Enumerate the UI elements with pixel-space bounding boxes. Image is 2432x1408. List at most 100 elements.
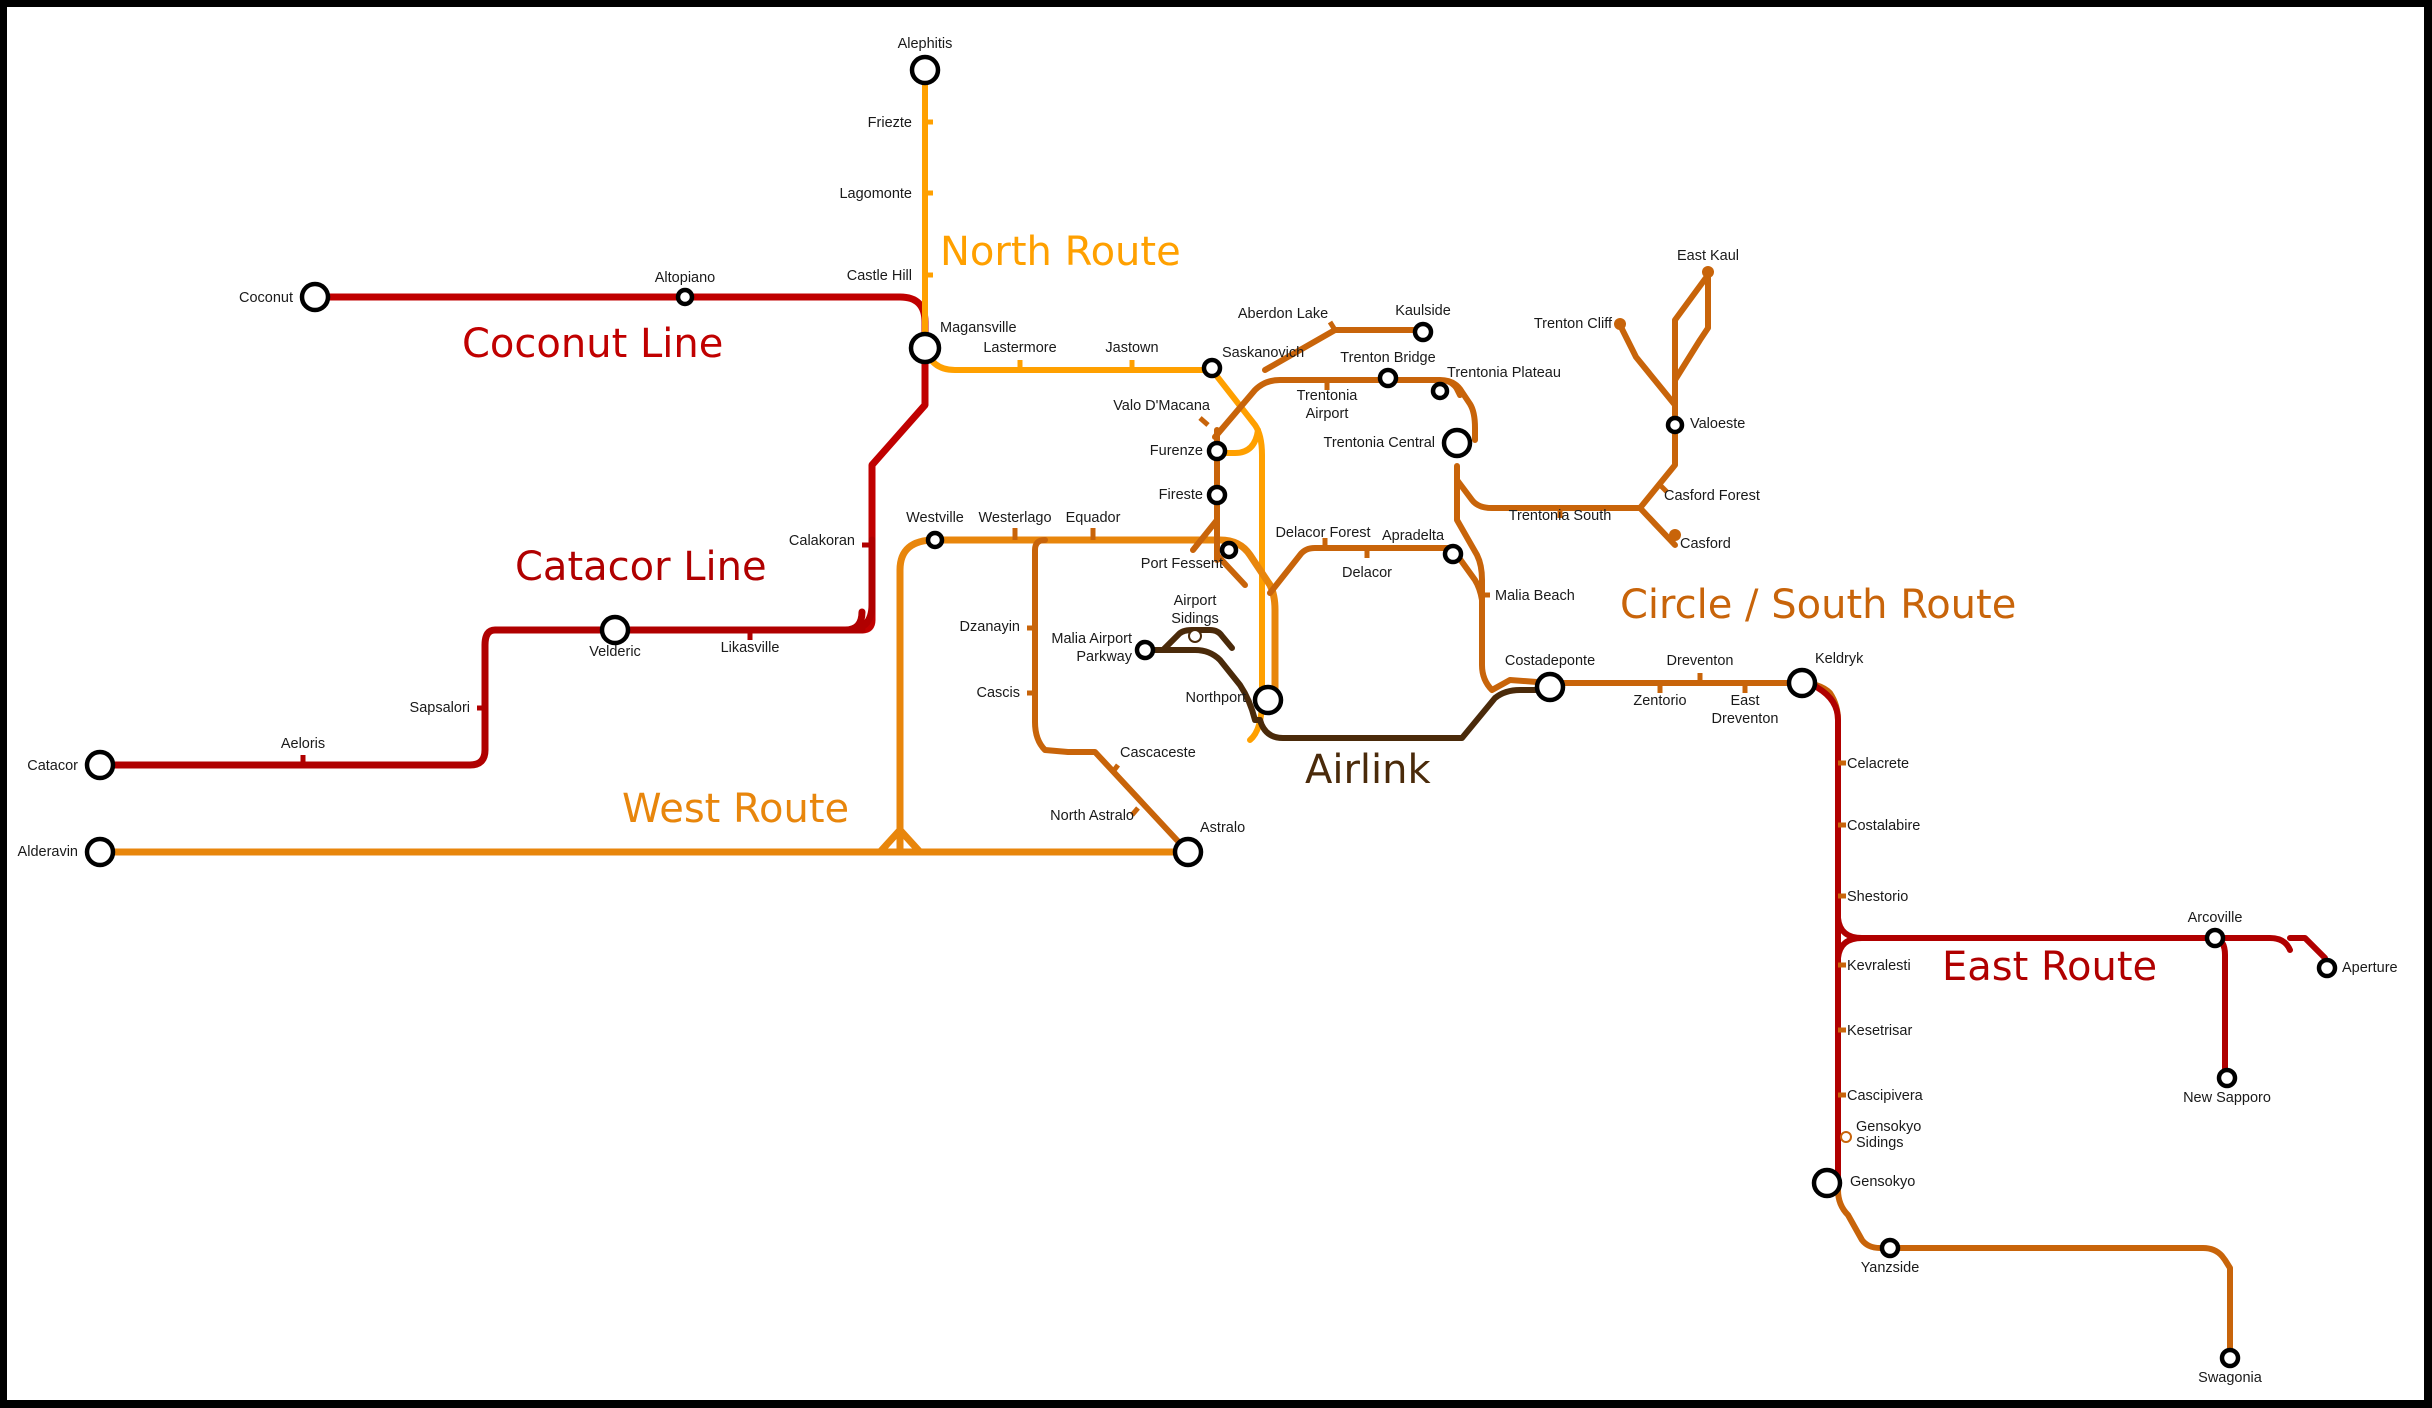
label-coconut: Coconut <box>239 290 293 306</box>
label-saskanovich: Saskanovich <box>1222 345 1304 361</box>
label-kaulside: Kaulside <box>1395 303 1451 319</box>
label-alephitis: Alephitis <box>898 36 953 52</box>
label-celacrete: Celacrete <box>1847 756 1909 772</box>
label-furenze: Furenze <box>1150 443 1203 459</box>
station-alephitis[interactable] <box>909 54 941 86</box>
label-aperture: Aperture <box>2342 960 2398 976</box>
label-trentonia-central: Trentonia Central <box>1324 435 1436 451</box>
route-title-airlink: Airlink <box>1305 747 1432 793</box>
station-kaulside[interactable] <box>1412 321 1434 343</box>
label-northport: Northport <box>1186 690 1246 706</box>
label-catacor: Catacor <box>27 758 78 774</box>
station-magansville[interactable] <box>908 331 942 365</box>
east-route-track <box>1800 674 2328 1181</box>
label-airport-sidings-1: Airport <box>1174 593 1217 609</box>
route-title-coconut: Coconut Line <box>462 321 723 367</box>
label-trenton-cliff: Trenton Cliff <box>1534 316 1613 332</box>
station-keldryk[interactable] <box>1786 667 1818 699</box>
station-apradelta[interactable] <box>1442 543 1464 565</box>
label-port-fessent: Port Fessent <box>1141 556 1223 572</box>
label-trentonia-plateau: Trentonia Plateau <box>1447 365 1561 381</box>
station-aperture[interactable] <box>2316 957 2338 979</box>
label-westerlago: Westerlago <box>978 510 1051 526</box>
label-lagomonte: Lagomonte <box>839 186 912 202</box>
airlink-track <box>1145 627 1553 741</box>
label-new-sapporo: New Sapporo <box>2183 1090 2271 1106</box>
label-magansville: Magansville <box>940 320 1017 336</box>
route-title-east: East Route <box>1942 944 2157 990</box>
label-casford-forest: Casford Forest <box>1664 488 1760 504</box>
station-valoeste[interactable] <box>1665 415 1685 435</box>
label-trentonia-airport-2: Airport <box>1306 406 1349 422</box>
station-trentonia-central[interactable] <box>1441 427 1473 459</box>
north-route-furenze-spur <box>1215 427 1261 456</box>
label-zentorio: Zentorio <box>1633 693 1686 709</box>
station-northport[interactable] <box>1252 684 1284 716</box>
label-gensokyo: Gensokyo <box>1850 1174 1915 1190</box>
station-yanzside[interactable] <box>1879 1237 1901 1259</box>
station-port-fessent[interactable] <box>1219 540 1239 560</box>
label-trentonia-south: Trentonia South <box>1509 508 1612 524</box>
station-trentonia-plateau[interactable] <box>1430 381 1450 401</box>
station-alderavin[interactable] <box>84 836 116 868</box>
label-dzanayin: Dzanayin <box>960 619 1020 635</box>
station-coconut[interactable] <box>299 281 331 313</box>
station-catacor[interactable] <box>84 749 116 781</box>
station-gensokyo[interactable] <box>1811 1167 1843 1199</box>
label-keldryk: Keldryk <box>1815 651 1864 667</box>
label-east-kaul: East Kaul <box>1677 248 1739 264</box>
label-costalabire: Costalabire <box>1847 818 1920 834</box>
label-castle-hill: Castle Hill <box>847 268 912 284</box>
station-arcoville[interactable] <box>2204 927 2226 949</box>
route-title-circle-south: Circle / South Route <box>1620 582 2016 628</box>
interchange-stations <box>84 54 2338 1369</box>
label-cascis: Cascis <box>976 685 1020 701</box>
station-fireste[interactable] <box>1206 484 1228 506</box>
route-title-north: North Route <box>940 229 1181 275</box>
label-jastown: Jastown <box>1105 340 1158 356</box>
station-velderic[interactable] <box>599 614 631 646</box>
label-westville: Westville <box>906 510 964 526</box>
label-swagonia: Swagonia <box>2198 1370 2263 1386</box>
label-kesetrisar: Kesetrisar <box>1847 1023 1912 1039</box>
station-new-sapporo[interactable] <box>2216 1067 2238 1089</box>
label-gensokyo-sidings-1: Gensokyo <box>1856 1119 1921 1135</box>
label-astralo: Astralo <box>1200 820 1245 836</box>
label-north-astralo: North Astralo <box>1050 808 1134 824</box>
label-dreventon: Dreventon <box>1667 653 1734 669</box>
label-aberdon-lake: Aberdon Lake <box>1238 306 1328 322</box>
label-fireste: Fireste <box>1159 487 1203 503</box>
station-saskanovich[interactable] <box>1201 357 1223 379</box>
label-likasville: Likasville <box>721 640 780 656</box>
station-malia-airport-parkway[interactable] <box>1134 639 1156 661</box>
station-altopiano[interactable] <box>675 287 695 307</box>
label-east-dreventon-1: East <box>1730 693 1759 709</box>
circle-route-track <box>1032 267 2233 1358</box>
station-trenton-bridge[interactable] <box>1377 367 1399 389</box>
label-malia-airport-parkway-1: Malia Airport <box>1051 631 1132 647</box>
station-labels: Alephitis Friezte Lagomonte Castle Hill … <box>18 36 2398 1386</box>
label-lastermore: Lastermore <box>983 340 1056 356</box>
label-cascaceste: Cascaceste <box>1120 745 1196 761</box>
label-delacor-forest: Delacor Forest <box>1275 525 1370 541</box>
label-trenton-bridge: Trenton Bridge <box>1340 350 1435 366</box>
station-costadeponte[interactable] <box>1534 671 1566 703</box>
label-delacor: Delacor <box>1342 565 1392 581</box>
label-shestorio: Shestorio <box>1847 889 1908 905</box>
label-cascipivera: Cascipivera <box>1847 1088 1924 1104</box>
label-aeloris: Aeloris <box>281 736 325 752</box>
label-altopiano: Altopiano <box>655 270 715 286</box>
rail-network-map: Alephitis Friezte Lagomonte Castle Hill … <box>7 7 2424 1400</box>
label-apradelta: Apradelta <box>1382 528 1445 544</box>
route-title-catacor: Catacor Line <box>515 544 767 590</box>
station-swagonia[interactable] <box>2219 1347 2241 1369</box>
label-valo-dmacana: Valo D'Macana <box>1113 398 1211 414</box>
label-trentonia-airport-1: Trentonia <box>1297 388 1359 404</box>
label-costadeponte: Costadeponte <box>1505 653 1595 669</box>
station-furenze[interactable] <box>1206 440 1228 462</box>
station-astralo[interactable] <box>1172 836 1204 868</box>
label-gensokyo-sidings-2: Sidings <box>1856 1135 1904 1151</box>
label-yanzside: Yanzside <box>1861 1260 1920 1276</box>
station-westville[interactable] <box>925 530 945 550</box>
